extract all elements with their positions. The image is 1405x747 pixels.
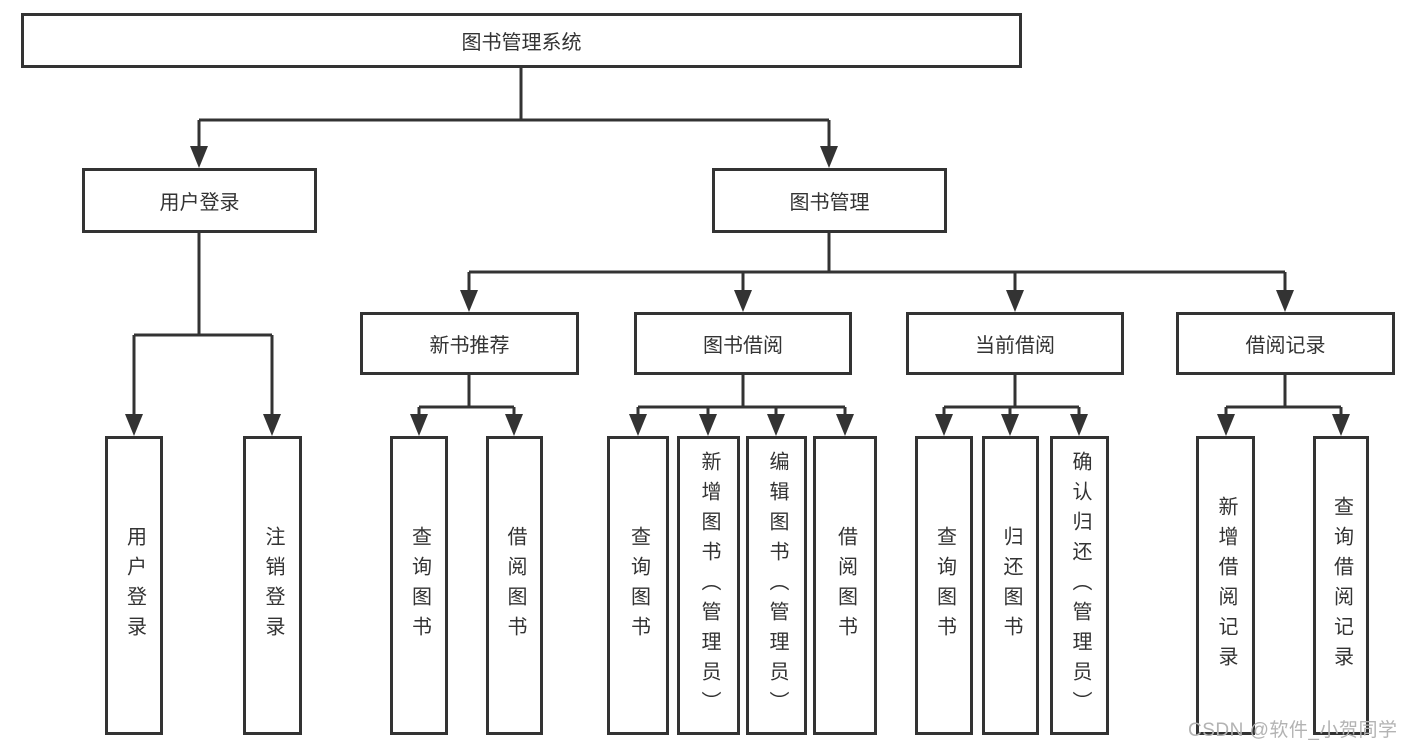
leaf-add-borrow-record-label: 新增借阅记录: [1215, 495, 1237, 676]
leaf-query-books-current-label: 查询图书: [933, 525, 956, 646]
leaf-user-login-label: 用户登录: [123, 525, 146, 646]
leaf-return-books: 归还图书: [982, 436, 1039, 735]
leaf-query-books-recommend-label: 查询图书: [408, 525, 431, 646]
leaf-logout-label: 注销登录: [262, 525, 284, 646]
leaf-confirm-return-admin: 确认归还（管理员）: [1050, 436, 1109, 735]
node-library-management-system: 图书管理系统: [21, 13, 1022, 68]
leaf-confirm-return-admin-label: 确认归还（管理员）: [1069, 450, 1091, 721]
node-new-book-recommendation: 新书推荐: [360, 312, 579, 375]
leaf-borrow-books-recommend: 借阅图书: [486, 436, 543, 735]
leaf-query-books-borrowing: 查询图书: [607, 436, 669, 735]
leaf-logout: 注销登录: [243, 436, 302, 735]
leaf-borrow-books-borrowing: 借阅图书: [813, 436, 877, 735]
leaf-query-borrow-record-label: 查询借阅记录: [1330, 495, 1353, 676]
leaf-query-books-recommend: 查询图书: [390, 436, 448, 735]
leaf-query-books-borrowing-label: 查询图书: [627, 525, 650, 646]
node-book-borrowing: 图书借阅: [634, 312, 852, 375]
leaf-borrow-books-recommend-label: 借阅图书: [504, 525, 526, 646]
leaf-add-books-admin-label: 新增图书（管理员）: [698, 450, 720, 721]
leaf-edit-books-admin: 编辑图书（管理员）: [746, 436, 807, 735]
node-book-management: 图书管理: [712, 168, 947, 233]
leaf-user-login: 用户登录: [105, 436, 163, 735]
node-current-borrowing: 当前借阅: [906, 312, 1124, 375]
leaf-edit-books-admin-label: 编辑图书（管理员）: [766, 450, 788, 721]
leaf-add-books-admin: 新增图书（管理员）: [677, 436, 740, 735]
leaf-query-borrow-record: 查询借阅记录: [1313, 436, 1369, 735]
leaf-query-books-current: 查询图书: [915, 436, 973, 735]
leaf-add-borrow-record: 新增借阅记录: [1196, 436, 1255, 735]
node-user-login: 用户登录: [82, 168, 317, 233]
watermark: CSDN @软件_小贺同学: [1188, 720, 1398, 741]
node-borrowing-records: 借阅记录: [1176, 312, 1395, 375]
leaf-return-books-label: 归还图书: [1000, 525, 1022, 646]
leaf-borrow-books-borrowing-label: 借阅图书: [834, 525, 857, 646]
